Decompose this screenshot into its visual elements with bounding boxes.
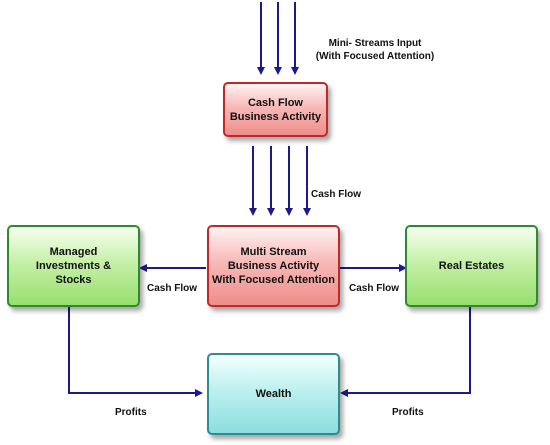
cash-flow-label-down: Cash Flow [311, 189, 362, 200]
cash-flow-business-box: Cash Flow Business Activity [223, 82, 328, 137]
profits-arrow-right [340, 306, 471, 397]
managed-investments-box: Managed Investments & Stocks [7, 225, 140, 307]
real-estates-box: Real Estates [405, 225, 538, 307]
profits-arrow-left [68, 306, 203, 397]
profits-label-left: Profits [115, 407, 147, 418]
wealth-box: Wealth [207, 353, 340, 435]
cash-flow-label-left: Cash Flow [147, 283, 198, 294]
cash-flow-label-right: Cash Flow [349, 283, 400, 294]
input-label-line2: (With Focused Attention) [315, 51, 435, 62]
input-label-line1: Mini- Streams Input [328, 38, 422, 49]
profits-label-right: Profits [392, 407, 424, 418]
multi-stream-box: Multi Stream Business Activity With Focu… [207, 225, 340, 307]
